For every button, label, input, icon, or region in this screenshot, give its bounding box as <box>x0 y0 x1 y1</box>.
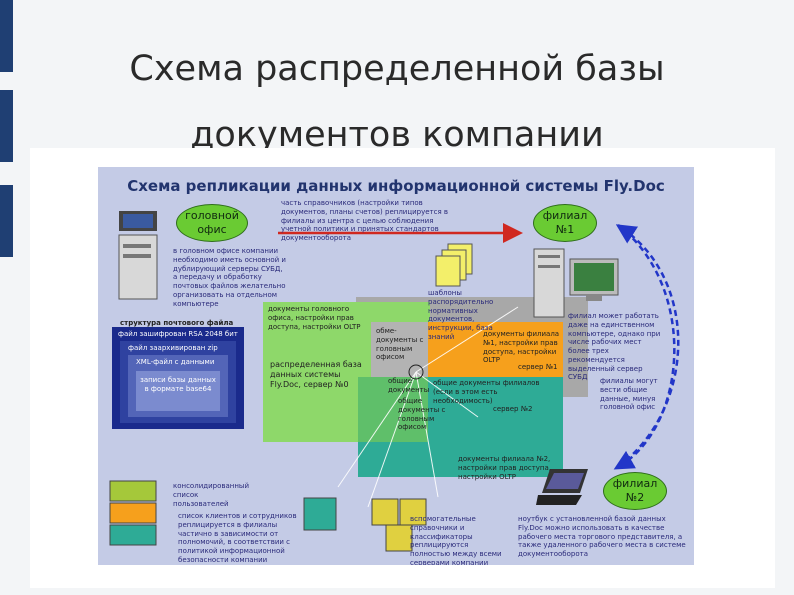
head-office-docs: документы головного офиса, настройки пра… <box>268 305 361 331</box>
references-note: вспомогательные справочники и классифика… <box>410 515 502 565</box>
mail-layer-xml-label: XML-файл с данными <box>136 358 215 366</box>
side-bar <box>0 90 13 162</box>
connector-line <box>337 371 417 488</box>
document-stack-icon <box>435 243 473 287</box>
replication-diagram: Схема репликации данных информационной с… <box>98 167 694 565</box>
diagram-title: Схема репликации данных информационной с… <box>127 177 665 195</box>
branch1-docs: документы филиала №1, настройки прав дос… <box>483 330 560 365</box>
shared-docs-1: обме-документы с головным офисом <box>376 327 424 362</box>
puzzle-group-icon <box>371 498 427 552</box>
branch1-note: филиал может работать даже на единственн… <box>568 312 661 382</box>
branches-note: филиалы могут вести общие данные, минуя … <box>600 377 658 412</box>
puzzle-piece-icon <box>303 497 337 531</box>
head-office-computer-icon <box>118 211 158 300</box>
clients-note: список клиентов и сотрудников реплицируе… <box>178 512 297 564</box>
connector-line <box>367 371 417 508</box>
common-docs-branches: общие документы филиалов (если в этом ес… <box>433 379 540 405</box>
branch1-monitor-icon <box>569 258 619 301</box>
distributed-db-label: распределенная база данных системы Fly.D… <box>270 360 362 389</box>
slide-title-line2: документов компании <box>190 115 604 155</box>
branch2-docs: документы филиала №2, настройки прав дос… <box>458 455 552 481</box>
laptop-icon <box>536 469 588 505</box>
connector-line <box>415 306 519 373</box>
server1-label: сервер №1 <box>518 363 558 371</box>
slide-title-line1: Схема распределенной базы <box>129 49 665 89</box>
branch2-node: филиал №2 <box>603 472 667 510</box>
server2-label: сервер №2 <box>493 405 533 413</box>
mail-layer-base64-label: записи базы данных в формате base64 <box>140 376 216 393</box>
region-overlap <box>358 377 428 442</box>
mail-layer-rsa-label: файл зашифрован RSA 2048 бит <box>118 330 238 338</box>
mail-file-header: структура почтового файла <box>120 319 234 327</box>
common-docs: общие документы <box>388 377 430 394</box>
connector-node <box>408 364 424 380</box>
blue-arrow-down <box>613 224 676 470</box>
mail-layer-rsa: файл зашифрован RSA 2048 бит файл заархи… <box>112 327 244 429</box>
branch1-node: филиал №1 <box>533 204 597 242</box>
templates-note: шаблоны распорядительно нормативных доку… <box>428 289 494 341</box>
mail-layer-xml: XML-файл с данными записи базы данных в … <box>128 355 228 417</box>
mail-layer-zip-label: файл заархивирован zip <box>128 344 218 352</box>
mail-layer-base64: записи базы данных в формате base64 <box>136 371 220 411</box>
mail-layer-zip: файл заархивирован zip XML-файл с данным… <box>120 341 236 423</box>
connector-layer <box>278 223 680 508</box>
laptop-note: ноутбук с установленной базой данных Fly… <box>518 515 686 558</box>
connector-line <box>415 371 439 498</box>
top-arrow-note: часть справочников (настройки типов доку… <box>281 199 449 242</box>
connector-line <box>415 371 479 418</box>
head-office-note: в головном офисе компании необходимо име… <box>173 247 286 308</box>
puzzle-stack-icon <box>109 480 157 546</box>
blue-arrow-up <box>615 224 680 468</box>
users-list-note: консолидированный список пользователей <box>173 482 250 508</box>
branch1-server-icon <box>533 248 565 318</box>
side-bar <box>0 185 13 257</box>
head-office-node: головной офис <box>176 204 248 242</box>
side-bar <box>0 0 13 72</box>
shared-docs-2: общие документы с головным офисом <box>398 397 446 432</box>
